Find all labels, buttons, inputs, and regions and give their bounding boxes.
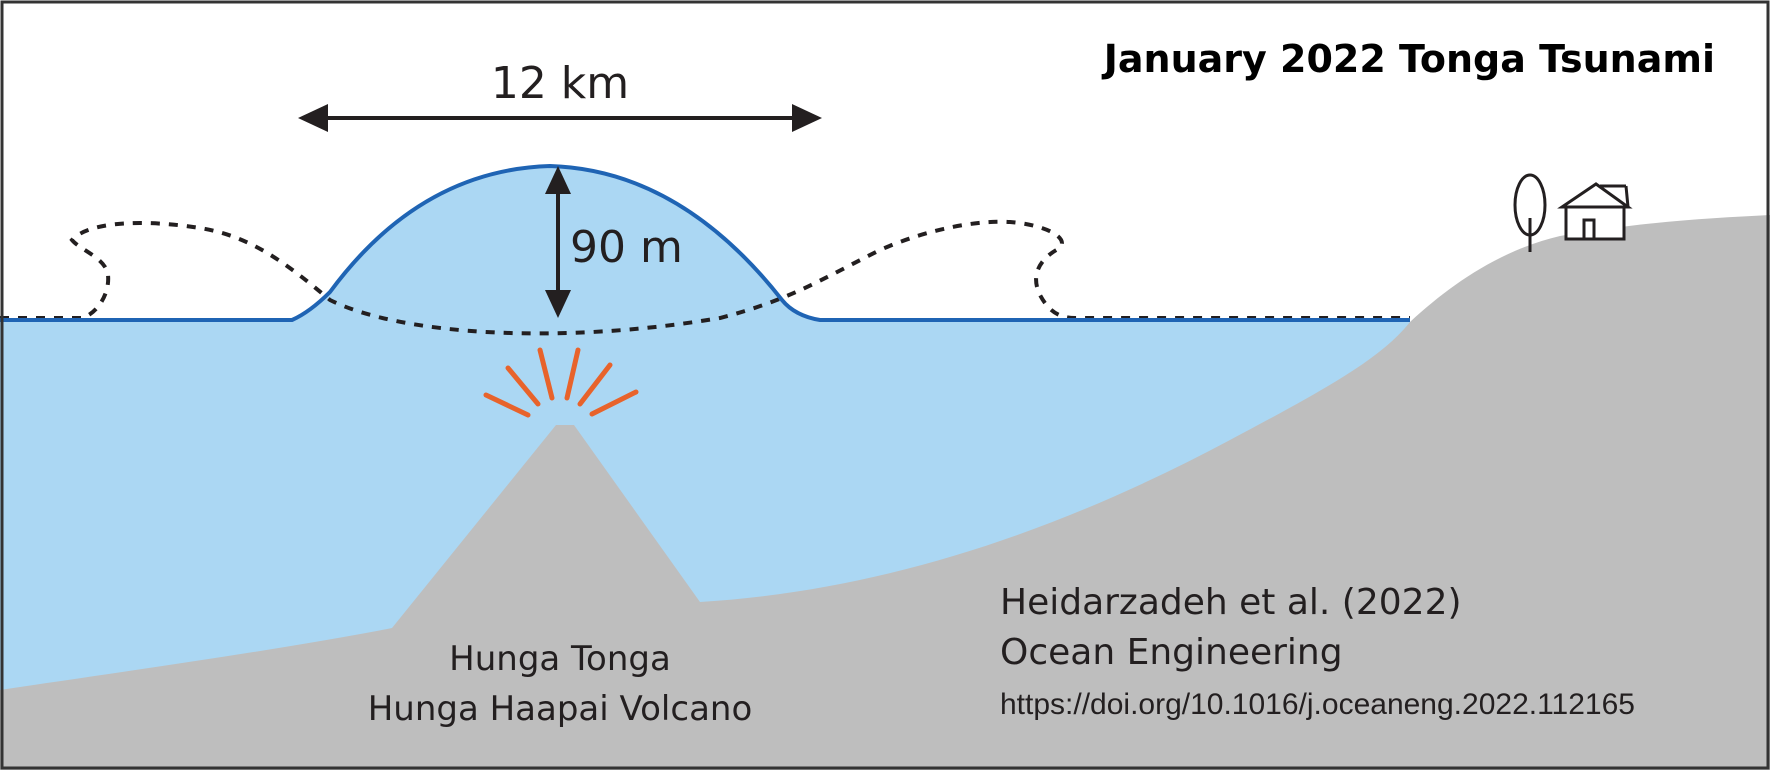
wave-width-label: 12 km [491,58,629,109]
diagram-title: January 2022 Tonga Tsunami [1101,37,1715,81]
tsunami-wave-surface [0,163,1410,322]
citation-authors: Heidarzadeh et al. (2022) [1000,582,1462,623]
ocean-water [0,166,1410,322]
house-icon [1557,182,1633,241]
width-arrow [298,104,822,132]
height-arrow [545,166,571,318]
tree-icon [1513,173,1547,252]
wave-height-label: 90 m [570,222,683,273]
seabed-land [0,215,1770,770]
volcano-name-line2: Hunga Haapai Volcano [368,689,753,729]
citation-journal: Ocean Engineering [1000,632,1343,673]
volcano-eruption-rays [483,347,639,418]
volcano-name-line1: Hunga Tonga [449,639,671,679]
citation-doi: https://doi.org/10.1016/j.oceaneng.2022.… [1000,688,1635,721]
